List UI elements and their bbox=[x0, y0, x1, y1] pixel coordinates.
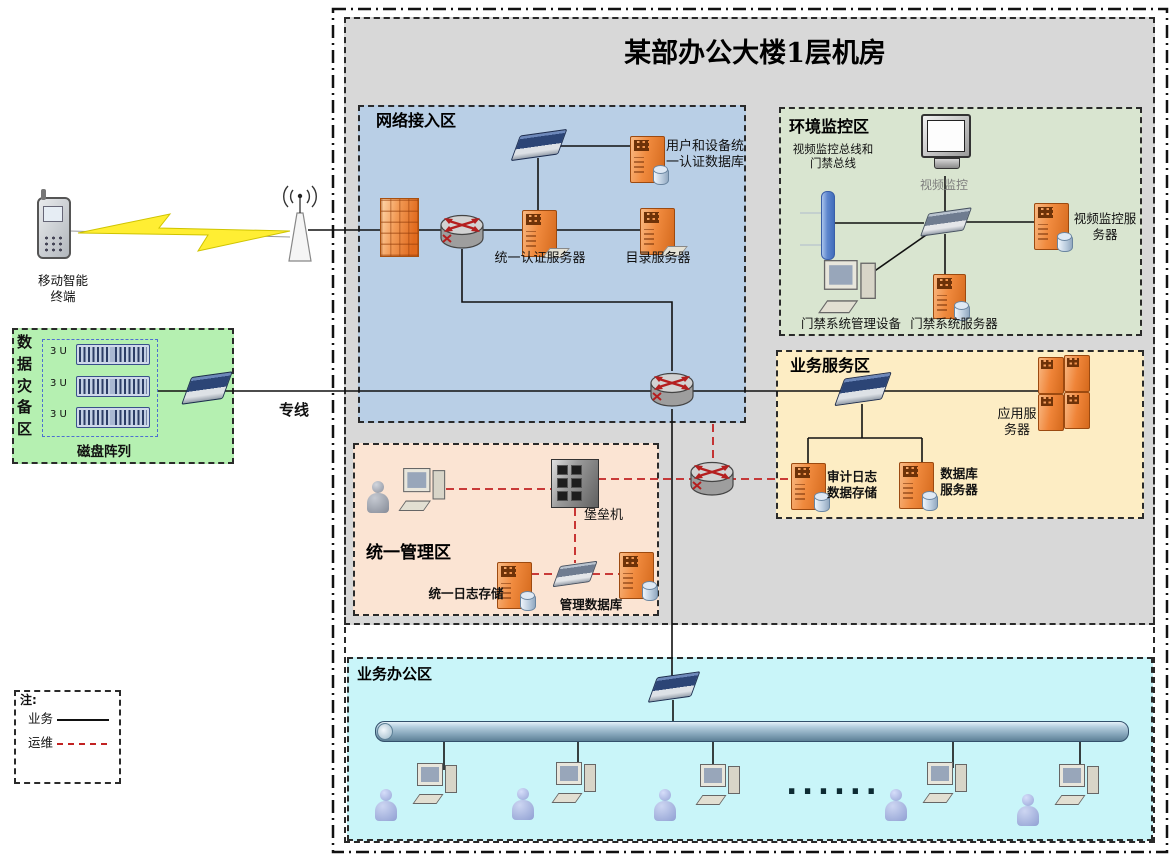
database-icon bbox=[954, 301, 970, 321]
admin-user-icon bbox=[366, 481, 390, 515]
video-monitor-icon bbox=[921, 114, 971, 169]
disk-array-unit-icon bbox=[76, 376, 150, 397]
server-unit bbox=[1064, 392, 1090, 429]
mgmt-db-server-icon bbox=[619, 552, 658, 601]
database-icon bbox=[922, 491, 938, 511]
audit-storage-label: 审计日志 数据存储 bbox=[826, 469, 878, 500]
monitor-stand bbox=[934, 158, 960, 169]
log-storage-label: 统一日志存储 bbox=[428, 586, 504, 601]
app-server-label: 应用服 务器 bbox=[997, 407, 1037, 439]
mgmt-db-label: 管理数据库 bbox=[559, 597, 623, 612]
disk-array-unit-icon bbox=[76, 344, 150, 365]
database-icon bbox=[642, 581, 658, 601]
user-icon bbox=[511, 788, 535, 822]
server-unit bbox=[1064, 355, 1090, 392]
user-icon bbox=[374, 789, 398, 823]
auth-db-label: 用户和设备统 一认证数据库 bbox=[666, 139, 745, 171]
zone-title-network-access: 网络接入区 bbox=[376, 111, 457, 130]
workstation-icon bbox=[412, 763, 460, 807]
legend-note: 注: bbox=[20, 693, 37, 707]
bastion-host-icon bbox=[551, 459, 599, 508]
db-server-label: 数据库 服务器 bbox=[940, 466, 978, 497]
video-server-icon bbox=[1034, 203, 1073, 252]
admin-computer-icon bbox=[398, 468, 448, 514]
keyboard-icon bbox=[398, 500, 431, 512]
workstation-icon bbox=[695, 764, 743, 808]
directory-server-label: 目录服务器 bbox=[625, 251, 691, 266]
access-router-icon bbox=[439, 214, 485, 250]
video-server-label: 视频监控服 务器 bbox=[1073, 211, 1137, 242]
tower bbox=[860, 262, 876, 299]
mgmt-router-icon bbox=[689, 461, 735, 497]
zone-business-office bbox=[347, 657, 1153, 841]
database-icon bbox=[520, 591, 536, 611]
machine-room-inner-border bbox=[344, 17, 1155, 843]
db-server-icon bbox=[899, 462, 938, 511]
dedicated-line-label: 专线 bbox=[278, 401, 310, 419]
legend-business-line bbox=[57, 719, 109, 721]
office-ellipsis: ...... bbox=[786, 767, 882, 802]
log-storage-server-icon bbox=[497, 562, 536, 611]
mobile-terminal-label: 移动智能 终端 bbox=[37, 273, 89, 304]
office-bus-icon bbox=[375, 721, 1129, 742]
monitor bbox=[403, 468, 431, 493]
workstation-icon bbox=[922, 762, 970, 806]
env-bus-note: 视频监控总线和 门禁总线 bbox=[792, 142, 874, 171]
database-icon bbox=[653, 165, 669, 185]
monitor bbox=[823, 260, 858, 290]
auth-server-label: 统一认证服务器 bbox=[494, 251, 586, 266]
keyboard-icon bbox=[818, 300, 859, 314]
ops-lines bbox=[446, 424, 790, 575]
legend-ops-line bbox=[57, 743, 107, 745]
directory-server-icon bbox=[640, 208, 688, 256]
app-server-stack-icon bbox=[1038, 355, 1091, 431]
user-icon bbox=[653, 789, 677, 823]
zone-network-access bbox=[358, 105, 746, 423]
database-icon bbox=[1057, 232, 1073, 252]
zone-title-unified-mgmt: 统一管理区 bbox=[366, 543, 451, 563]
zone-title-disaster: 数据灾备区 bbox=[17, 333, 33, 438]
bastion-label: 堡垒机 bbox=[584, 508, 624, 523]
user-icon bbox=[1016, 794, 1040, 828]
diagram-title: 某部办公大楼1层机房 bbox=[624, 38, 886, 69]
machine-room-outer-border bbox=[331, 7, 1169, 854]
legend-business: 业务 bbox=[28, 711, 54, 726]
auth-db-server-icon bbox=[630, 136, 669, 185]
disk-array-label: 磁盘阵列 bbox=[77, 444, 131, 460]
antenna-icon bbox=[283, 185, 317, 262]
lightning-bolt-icon bbox=[77, 213, 291, 252]
legend-ops: 运维 bbox=[28, 735, 54, 750]
core-router-icon bbox=[649, 372, 695, 408]
server-unit bbox=[1038, 357, 1064, 394]
phone-antenna bbox=[41, 189, 46, 200]
access-server-icon bbox=[933, 274, 970, 321]
workstation-icon bbox=[551, 762, 599, 806]
disk-unit-label: 3 U bbox=[50, 378, 67, 389]
zone-title-business-service: 业务服务区 bbox=[790, 356, 871, 375]
tower bbox=[432, 470, 446, 500]
audit-storage-server-icon bbox=[791, 463, 830, 512]
legend-box bbox=[14, 690, 121, 784]
access-mgmt-label: 门禁系统管理设备 bbox=[800, 316, 902, 331]
mobile-phone-icon bbox=[37, 189, 71, 259]
disk-array-box bbox=[42, 339, 158, 437]
workstation-icon bbox=[1054, 764, 1102, 808]
server-unit bbox=[1038, 394, 1064, 431]
database-icon bbox=[814, 492, 830, 512]
zone-title-business-office: 业务办公区 bbox=[357, 665, 433, 683]
user-icon bbox=[884, 789, 908, 823]
auth-server-icon bbox=[522, 210, 570, 258]
zone-title-env-monitor: 环境监控区 bbox=[789, 117, 870, 136]
video-monitor-label: 视频监控 bbox=[919, 178, 969, 192]
disk-unit-label: 3 U bbox=[50, 346, 67, 357]
bus-bar-icon bbox=[821, 191, 835, 260]
access-mgmt-computer-icon bbox=[818, 260, 880, 317]
disk-array-unit-icon bbox=[76, 407, 150, 428]
firewall-icon bbox=[380, 198, 419, 257]
access-server-label: 门禁系统服务器 bbox=[910, 316, 998, 331]
disk-unit-label: 3 U bbox=[50, 409, 67, 420]
